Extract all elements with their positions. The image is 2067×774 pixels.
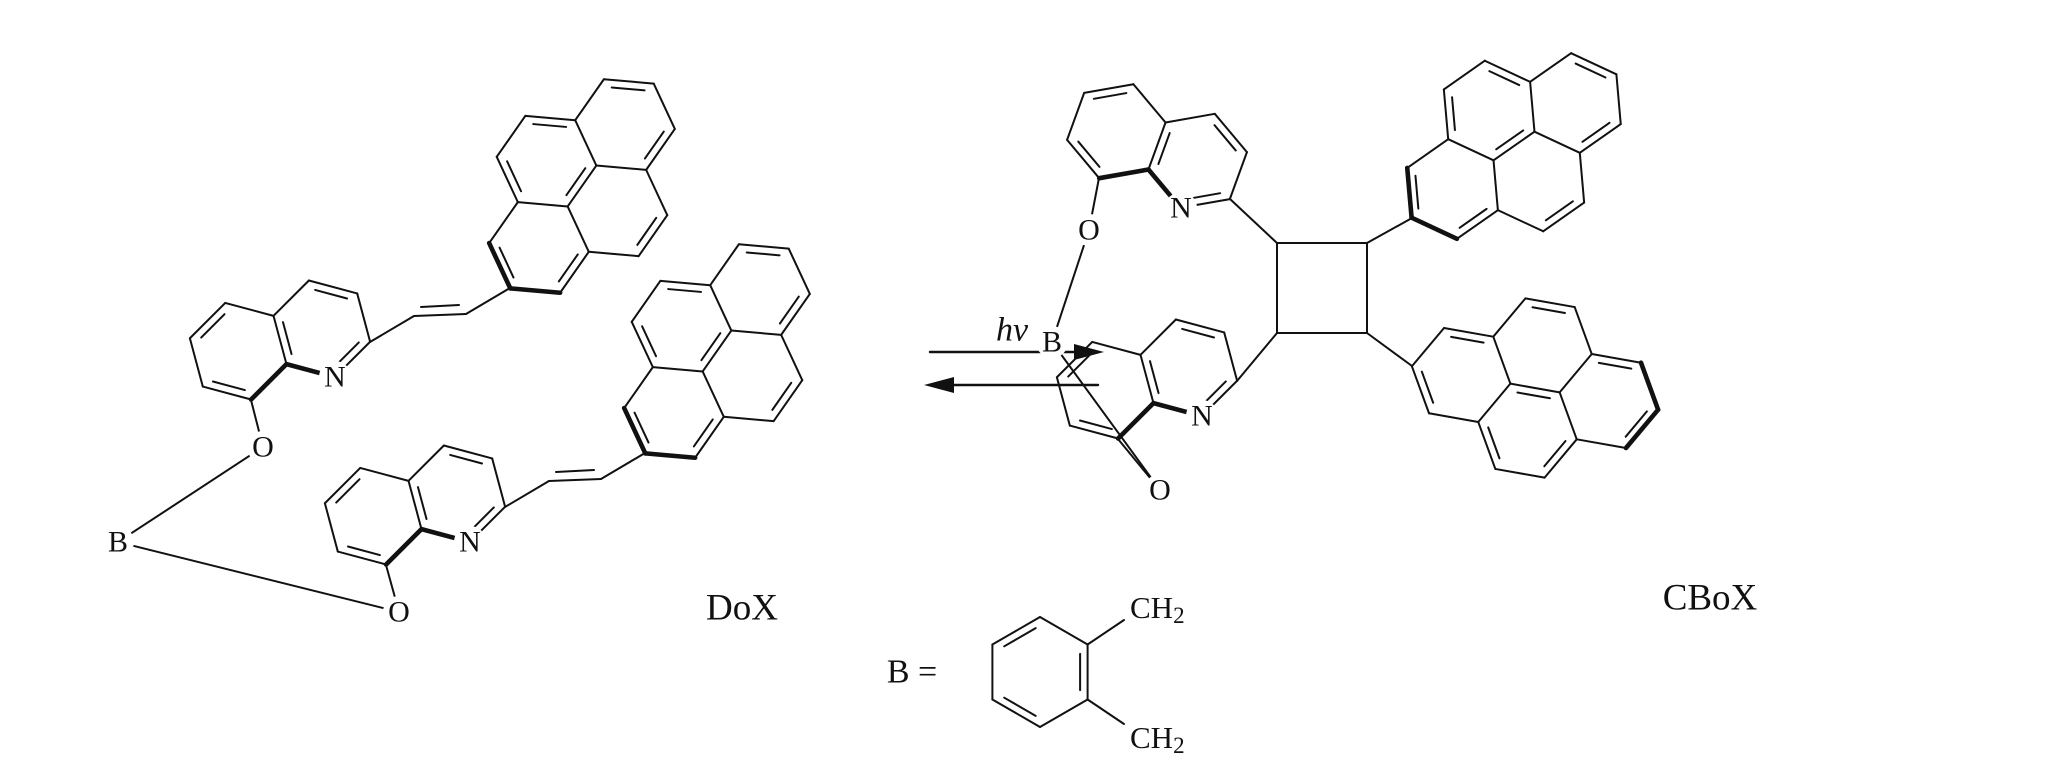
cbox-oxygen-bottom-label: O (1149, 474, 1171, 507)
dox-oxygen-top-label: O (252, 431, 274, 464)
dox-nitrogen-bottom-label: N (459, 526, 481, 559)
product-name-label: CBoX (1663, 578, 1758, 619)
dox-nitrogen-top-label: N (324, 361, 346, 394)
cbox-oxygen-top-label: O (1078, 214, 1100, 247)
hv-light-label: hν (996, 312, 1029, 349)
label-masks (102, 192, 1218, 628)
cbox-boron-label: B (1042, 326, 1062, 359)
bond-network (117, 52, 1661, 728)
ch2-bottom-label: CH2 (1130, 720, 1185, 758)
dox-boron-label: B (108, 526, 128, 559)
reactant-name-label: DoX (706, 588, 778, 629)
cbox-nitrogen-bottom-label: N (1191, 400, 1213, 433)
dox-oxygen-bottom-label: O (388, 596, 410, 629)
b-definition-label: B = (887, 654, 937, 691)
cbox-nitrogen-top-label: N (1170, 192, 1192, 225)
ch2-top-label: CH2 (1130, 590, 1185, 628)
